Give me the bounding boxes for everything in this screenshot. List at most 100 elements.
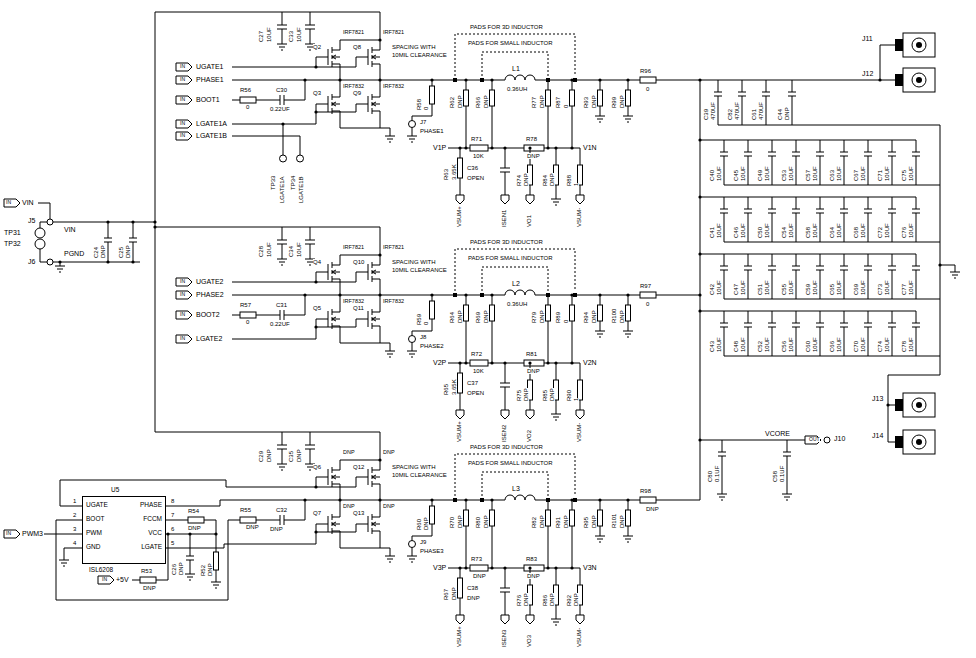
schematic-label: DNP <box>457 515 463 528</box>
schematic-label: DNP <box>539 95 545 108</box>
schematic-label: 0 <box>246 319 249 325</box>
schematic-label: ISEN1 <box>501 210 507 227</box>
schematic-label: DNP <box>523 593 529 606</box>
schematic-label: C40 <box>709 170 715 181</box>
schematic-label: Q7 <box>313 510 321 516</box>
schematic-label: Q9 <box>353 90 361 96</box>
port-symbol <box>176 311 192 319</box>
schematic-label: 10UF <box>812 337 818 352</box>
connector-jack <box>895 33 935 454</box>
schematic-label: LGATE1B <box>196 132 227 139</box>
schematic-label: 10K <box>473 368 484 374</box>
schematic-label: 5 <box>171 540 174 546</box>
schematic-label: C45 <box>733 170 739 181</box>
port-symbol <box>98 576 114 584</box>
schematic-label: C75 <box>901 170 907 181</box>
schematic-label: R66 <box>475 97 481 108</box>
schematic-label: 10UF <box>716 337 722 352</box>
schematic-label: LGATE1A <box>279 176 285 203</box>
schematic-label: IN <box>180 312 185 317</box>
schematic-label: 10UF <box>788 337 794 352</box>
schematic-wire <box>185 570 195 580</box>
schematic-label: VO3 <box>526 635 532 647</box>
schematic-label: VSUM+ <box>456 206 462 227</box>
schematic-label: R81 <box>526 351 537 357</box>
schematic-label: IN <box>180 97 185 102</box>
schematic-label: 0.22UF <box>270 321 290 327</box>
schematic-wire <box>47 259 53 265</box>
schematic-label: 10UF <box>860 166 866 181</box>
schematic-wire <box>718 125 955 442</box>
schematic-label: BOOT1 <box>196 96 220 103</box>
schematic-label: C69 <box>853 284 859 295</box>
schematic-label: LGATE2 <box>196 335 222 342</box>
schematic-label: R80 <box>475 517 481 528</box>
schematic-label: DNP <box>457 310 463 323</box>
schematic-label: 10UF <box>908 280 914 295</box>
schematic-label: Q2 <box>313 44 321 50</box>
schematic-label: ISEN3 <box>501 630 507 647</box>
schematic-label: J11 <box>862 35 873 42</box>
phase-circuit <box>155 12 700 205</box>
schematic-wire <box>280 155 287 162</box>
schematic-label: C39 <box>703 109 709 120</box>
schematic-label: R88 <box>566 175 572 186</box>
junction-dot <box>698 309 701 312</box>
schematic-label: 470UF <box>758 102 764 120</box>
schematic-label: R90 <box>566 390 572 401</box>
schematic-label: C77 <box>901 284 907 295</box>
schematic-label: 3.65K <box>451 164 457 180</box>
schematic-label: R99 <box>611 97 617 108</box>
schematic-label: C54 <box>781 227 787 238</box>
schematic-label: C24 <box>93 247 99 258</box>
port-symbol <box>805 436 821 444</box>
schematic-label: R69 <box>475 312 481 323</box>
schematic-label: V3P <box>433 564 446 571</box>
schematic-label: R100 <box>611 309 617 323</box>
schematic-wire <box>38 203 155 262</box>
schematic-label: IRF7832 <box>343 299 364 305</box>
schematic-label: 0.1UF <box>779 466 785 482</box>
schematic-label: DNP <box>549 173 555 186</box>
schematic-label: PHASE2 <box>420 343 444 349</box>
schematic-label: Q6 <box>313 464 321 470</box>
schematic-label: C53 <box>781 170 787 181</box>
schematic-label: DNP <box>527 368 540 374</box>
junction-dot <box>58 260 61 263</box>
schematic-label: DNP <box>457 95 463 108</box>
junction-dot <box>938 263 941 266</box>
schematic-wire <box>35 12 960 600</box>
schematic-label: 1 <box>573 398 579 401</box>
schematic-label: DNP <box>523 173 529 186</box>
pin-name: PWM <box>86 530 102 537</box>
schematic-label: PGND <box>64 250 84 257</box>
schematic-label: PADS FOR SMALL INDUCTOR <box>468 460 553 466</box>
connector-jack <box>895 68 935 92</box>
connector-jack <box>895 33 935 57</box>
junction-dot <box>698 252 701 255</box>
schematic-label: TP33 <box>270 176 276 190</box>
schematic-label: R86 <box>542 595 548 606</box>
schematic-label: DNP <box>539 515 545 528</box>
schematic-label: Q13 <box>353 510 364 516</box>
pin-name: UGATE <box>86 502 108 509</box>
schematic-label: 10UF <box>836 166 842 181</box>
schematic-label: DNP <box>784 107 790 120</box>
schematic-label: R79 <box>531 312 537 323</box>
schematic-label: 0 <box>563 105 569 108</box>
schematic-label: V2P <box>433 359 446 366</box>
schematic-label: R87 <box>555 97 561 108</box>
schematic-label: 3.65K <box>451 379 457 395</box>
junction-dot <box>131 260 134 263</box>
schematic-label: 10UF <box>266 242 272 257</box>
schematic-label: R52 <box>200 565 206 576</box>
schematic-label: C26 <box>171 564 177 575</box>
schematic-wire <box>188 517 204 523</box>
schematic-label: IRF7832 <box>383 299 404 305</box>
schematic-label: BOOT2 <box>196 311 220 318</box>
schematic-label: R91 <box>555 517 561 528</box>
schematic-label: J12 <box>862 70 873 77</box>
schematic-wire <box>132 500 232 580</box>
schematic-label: VSUM+ <box>456 421 462 442</box>
phase-circuit <box>155 227 700 420</box>
